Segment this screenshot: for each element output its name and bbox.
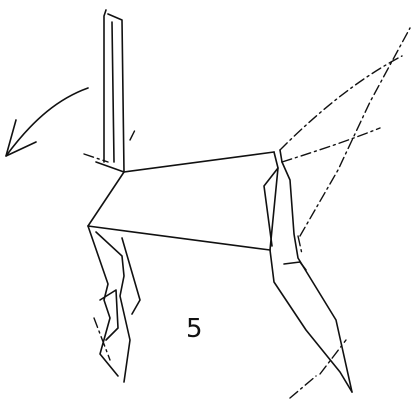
neck-front-edge [104, 10, 106, 162]
rear-leg-fold [284, 262, 306, 270]
rotate-arrow [6, 88, 88, 156]
body-bottom-edge [88, 226, 270, 250]
front-leg-inner [96, 232, 130, 382]
rear-leg-hoof-crease [320, 340, 346, 374]
body-front-edge [88, 172, 124, 226]
neck-back-edge [108, 14, 124, 172]
step-number: 5 [186, 316, 203, 342]
neck-crease-tick [130, 128, 136, 140]
rear-leg-inner [264, 168, 278, 246]
neck-inner-fold [112, 22, 114, 162]
body-rear-inner [280, 150, 282, 162]
rear-leg-crease-tick [298, 236, 302, 254]
neck-base [96, 162, 124, 172]
tail-crease-diagonal [300, 28, 410, 236]
rear-leg-outer [270, 250, 352, 392]
rear-leg-hoof-crease-2 [290, 376, 316, 398]
body-top-edge [124, 152, 274, 172]
tail-crease-upper [280, 56, 402, 150]
rear-leg-back [282, 162, 352, 392]
